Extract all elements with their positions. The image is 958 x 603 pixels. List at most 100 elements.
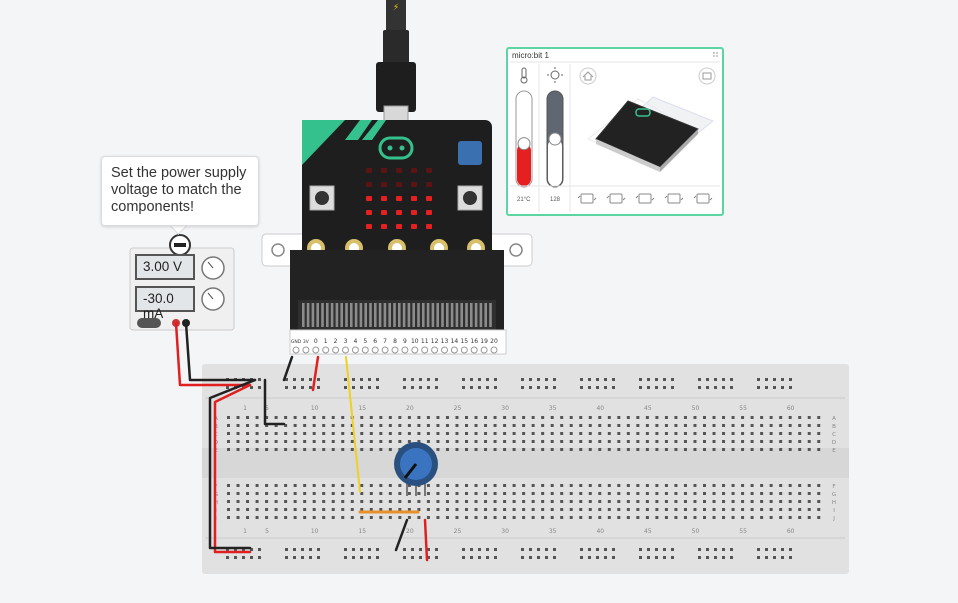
touch-sensor-icon: [458, 141, 482, 165]
pin-label: 4: [353, 338, 357, 345]
wires[interactable]: [174, 321, 429, 562]
temperature-value: 21°C: [517, 197, 531, 203]
led: [381, 210, 387, 215]
pin-label: 3V: [303, 339, 310, 345]
led: [366, 182, 372, 187]
led: [426, 210, 432, 215]
wire-3v: [311, 355, 320, 392]
column-number: 40: [596, 405, 604, 412]
potentiometer[interactable]: [394, 442, 438, 496]
wire-red-psu: [174, 321, 252, 387]
light-value: 128: [550, 197, 561, 203]
column-number: 50: [692, 528, 700, 535]
led: [366, 224, 372, 229]
shake-icon[interactable]: [577, 193, 597, 204]
led: [381, 224, 387, 229]
column-number: 45: [644, 528, 652, 535]
remove-icon[interactable]: [169, 234, 191, 256]
column-number: 20: [406, 528, 414, 535]
column-number: 30: [501, 528, 509, 535]
led: [426, 224, 432, 229]
row-letter: D: [832, 440, 836, 446]
column-number: 5: [265, 405, 269, 412]
wire-black-rail: [208, 378, 257, 550]
led: [381, 168, 387, 173]
reset-view-icon[interactable]: [698, 67, 716, 85]
tilt-front-icon[interactable]: [635, 193, 655, 204]
pin-label: 11: [421, 338, 429, 345]
wire-gnd: [282, 355, 294, 382]
led-matrix: [366, 168, 432, 229]
column-number: 15: [358, 528, 366, 535]
svg-text:⚡: ⚡: [393, 3, 399, 13]
column-number: 55: [739, 405, 747, 412]
column-number: 5: [265, 528, 269, 535]
led: [381, 196, 387, 201]
pin-label: 3: [344, 338, 348, 345]
row-letter: A: [832, 416, 836, 422]
pin-label: 15: [460, 338, 468, 345]
pin-label: 6: [373, 338, 377, 345]
column-number: 55: [739, 528, 747, 535]
wire-pot-gnd: [394, 518, 409, 552]
simulator-panel[interactable]: micro:bit 1: [506, 47, 724, 216]
pin-label: 7: [383, 338, 387, 345]
led: [426, 196, 432, 201]
sun-icon: [547, 67, 563, 83]
led: [411, 224, 417, 229]
led: [426, 168, 432, 173]
row-letter: E: [832, 448, 836, 454]
pin-label: 1: [324, 338, 328, 345]
led: [366, 196, 372, 201]
home-icon[interactable]: [579, 67, 597, 85]
voltage-display: 3.00 V: [135, 254, 195, 280]
column-number: 35: [549, 528, 557, 535]
led: [366, 210, 372, 215]
wire-gnd-bb: [263, 378, 286, 426]
led: [411, 168, 417, 173]
tilt-right-icon[interactable]: [664, 193, 684, 204]
column-number: 10: [311, 405, 319, 412]
led: [396, 196, 402, 201]
pin-label: 13: [441, 338, 449, 345]
column-number: 15: [358, 405, 366, 412]
pin-label: 19: [480, 338, 488, 345]
tilt-back-icon[interactable]: [693, 193, 713, 204]
pin-label: 8: [393, 338, 397, 345]
row-letter: B: [832, 424, 836, 430]
button-a[interactable]: [309, 185, 335, 211]
column-number: 60: [787, 528, 795, 535]
drag-handle-icon[interactable]: [713, 52, 718, 57]
microbit-3d-view[interactable]: [587, 96, 714, 172]
row-letter: J: [832, 516, 835, 522]
pin-label: 9: [403, 338, 407, 345]
gesture-buttons[interactable]: [577, 193, 713, 204]
pin-label: 20: [490, 338, 498, 345]
power-switch[interactable]: [137, 318, 161, 328]
column-number: 40: [596, 528, 604, 535]
current-value: -30.0 mA: [143, 291, 174, 321]
column-number: 1: [243, 528, 247, 535]
column-number: 35: [549, 405, 557, 412]
led: [396, 224, 402, 229]
button-b[interactable]: [457, 185, 483, 211]
thermometer-icon: [520, 67, 528, 84]
row-letter: G: [832, 492, 836, 498]
row-letter: I: [833, 508, 835, 514]
panel-title: micro:bit 1: [512, 51, 549, 60]
row-letter: E: [214, 448, 218, 454]
usb-cable[interactable]: ⚡: [376, 0, 416, 123]
led: [426, 182, 432, 187]
pin-label: 14: [451, 338, 459, 345]
pin-label: 0: [314, 338, 318, 345]
pin-label: 5: [363, 338, 367, 345]
wire-black-psu: [184, 321, 257, 382]
led: [411, 210, 417, 215]
tilt-left-icon[interactable]: [606, 193, 626, 204]
column-number: 25: [454, 528, 462, 535]
breadboard[interactable]: 1155101015152020252530303535404045455050…: [202, 364, 849, 574]
row-letter: F: [832, 484, 835, 490]
